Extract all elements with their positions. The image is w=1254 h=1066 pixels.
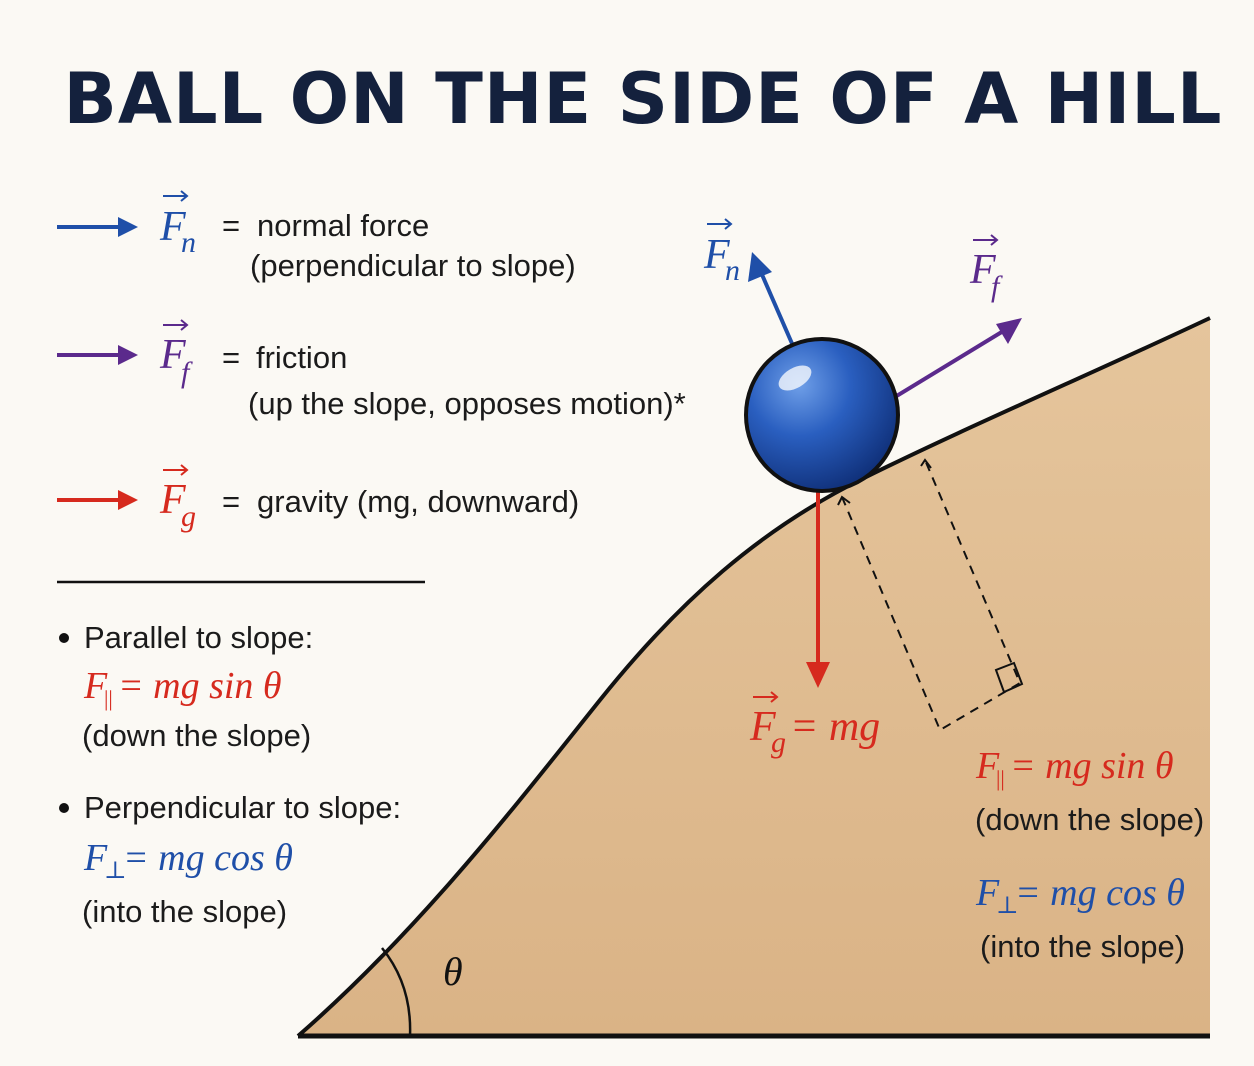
legend-item-gravity: F g = gravity (mg, downward)	[57, 464, 579, 533]
page-title: BALL ON THE SIDE OF A HILL	[64, 58, 1223, 140]
angle-arc	[381, 947, 412, 1037]
diagram-label-gravity: F g = mg	[749, 691, 880, 759]
svg-text:⊥: ⊥	[996, 893, 1019, 919]
friction-arrowhead	[996, 318, 1022, 344]
svg-text:(into the slope): (into the slope)	[82, 894, 287, 929]
svg-text:n: n	[725, 254, 740, 287]
diagram-perp-note: (into the slope)	[980, 929, 1185, 964]
svg-text:Parallel to slope:: Parallel to slope:	[84, 620, 313, 655]
component-arrowhead-bottom	[837, 495, 851, 506]
ball	[744, 337, 900, 493]
svg-text:F: F	[83, 665, 108, 707]
svg-text:= mg cos θ: = mg cos θ	[1015, 872, 1185, 914]
svg-text:normal force: normal force	[257, 208, 429, 243]
svg-text:g: g	[771, 726, 786, 759]
svg-text:=: =	[222, 484, 240, 519]
normal-arrowhead	[748, 252, 772, 282]
svg-text:F: F	[159, 204, 186, 250]
legend-item-normal: F n = normal force (perpendicular to slo…	[57, 190, 576, 283]
diagram-parallel-note: (down the slope)	[975, 802, 1204, 837]
svg-text:=: =	[222, 340, 240, 375]
svg-text:||: ||	[996, 766, 1005, 791]
svg-text:F: F	[159, 332, 186, 378]
friction-arrow	[888, 328, 1007, 402]
svg-text:F: F	[749, 704, 776, 750]
angle-label: θ	[443, 949, 463, 994]
svg-text:gravity (mg, downward): gravity (mg, downward)	[257, 484, 579, 519]
component-perpendicular: Perpendicular to slope: F ⊥ = mg cos θ (…	[59, 790, 401, 929]
svg-text:Perpendicular to slope:: Perpendicular to slope:	[84, 790, 401, 825]
svg-text:F: F	[83, 837, 108, 879]
svg-text:= mg sin θ: = mg sin θ	[118, 665, 282, 707]
right-angle-marker	[994, 661, 1024, 694]
hill-outline	[296, 316, 1211, 1038]
svg-text:= mg: = mg	[790, 704, 880, 750]
svg-text:F: F	[975, 872, 1000, 914]
svg-text:f: f	[991, 270, 1003, 303]
svg-text:⊥: ⊥	[104, 858, 127, 884]
svg-text:n: n	[181, 226, 196, 259]
svg-text:F: F	[969, 247, 996, 293]
svg-text:friction: friction	[256, 340, 347, 375]
svg-text:(up the slope, opposes motion): (up the slope, opposes motion)*	[248, 386, 686, 421]
svg-text:(down the slope): (down the slope)	[82, 718, 311, 753]
svg-text:F: F	[159, 477, 186, 523]
gravity-arrowhead	[806, 662, 830, 688]
svg-text:F: F	[975, 745, 1000, 787]
svg-text:||: ||	[104, 686, 113, 711]
component-rectangle	[841, 459, 1022, 732]
svg-text:f: f	[181, 356, 193, 389]
diagram-parallel-formula: F || = mg sin θ	[975, 745, 1174, 791]
svg-text:F: F	[703, 232, 730, 278]
diagram-perp-formula: F ⊥ = mg cos θ	[975, 872, 1185, 919]
svg-text:= mg cos θ: = mg cos θ	[123, 837, 293, 879]
ball-highlight	[778, 365, 812, 391]
legend-item-friction: F f = friction (up the slope, opposes mo…	[57, 319, 686, 421]
component-arrowhead-top	[920, 458, 932, 469]
hill-surface	[298, 318, 1210, 1036]
normal-arrow	[758, 269, 799, 356]
svg-text:=: =	[222, 208, 240, 243]
diagram-label-friction: F f	[969, 234, 1003, 303]
svg-text:= mg sin θ: = mg sin θ	[1010, 745, 1174, 787]
diagram-label-normal: F n	[703, 218, 740, 287]
svg-text:(perpendicular to slope): (perpendicular to slope)	[250, 248, 576, 283]
component-parallel: Parallel to slope: F || = mg sin θ (down…	[59, 620, 313, 753]
svg-text:g: g	[181, 500, 196, 533]
